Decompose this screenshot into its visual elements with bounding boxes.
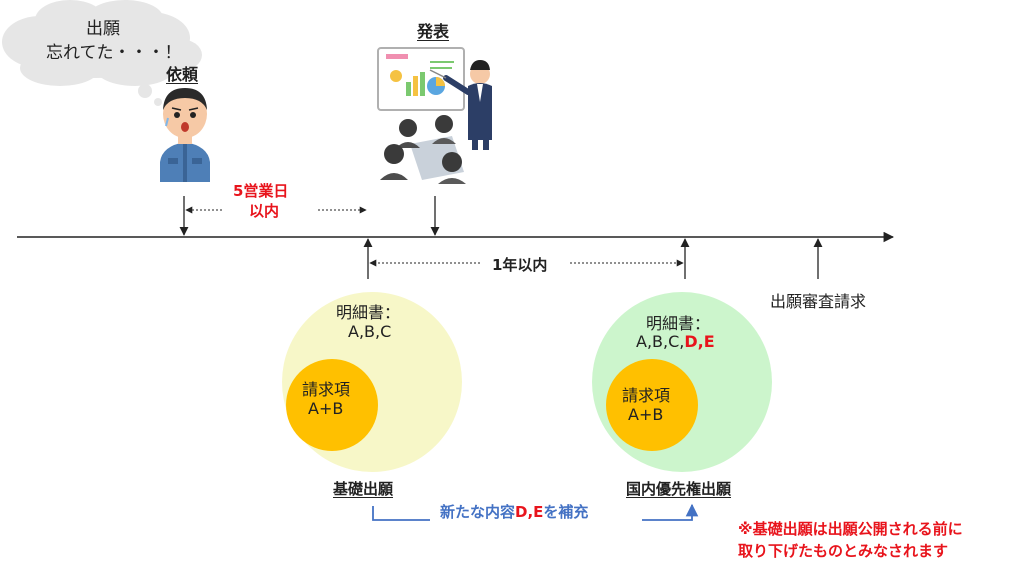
priority-spec-items: A,B,C, xyxy=(636,332,685,351)
basic-application-label: 基礎出願 xyxy=(333,480,394,498)
priority-claims-items: A+B xyxy=(628,405,664,424)
thought-bubble xyxy=(2,0,202,106)
basic-spec-items: A,B,C xyxy=(348,322,392,341)
basic-spec-title: 明細書： xyxy=(336,303,401,322)
note-line2: 取り下げたものとみなされます xyxy=(738,542,949,560)
basic-claims-items: A+B xyxy=(308,399,344,418)
priority-application-label: 国内優先権出願 xyxy=(626,480,732,498)
basic-claims-title: 請求項 xyxy=(302,380,351,399)
bubble-text-line2: 忘れてた・・・！ xyxy=(46,43,182,63)
bubble-text-line1: 出願 xyxy=(86,19,120,39)
priority-spec-title: 明細書： xyxy=(646,314,711,333)
presentation-label: 発表 xyxy=(417,22,450,41)
priority-claims-circle xyxy=(606,359,698,451)
supplement-bracket xyxy=(372,506,430,521)
supplement-highlight: D,E xyxy=(515,503,544,521)
supplement-prefix: 新たな内容 xyxy=(440,503,516,521)
one-year-label: 1年以内 xyxy=(492,256,548,274)
deadline-line1: 5営業日 xyxy=(233,182,289,200)
note-line1: ※基礎出願は出願公開される前に xyxy=(738,520,963,538)
priority-claims-title: 請求項 xyxy=(622,386,671,405)
request-label: 依頼 xyxy=(166,65,199,84)
deadline-line2: 以内 xyxy=(249,202,280,220)
priority-spec-line: A,B,C,D,E xyxy=(636,332,715,351)
priority-spec-added: D,E xyxy=(684,332,715,351)
basic-claims-circle xyxy=(286,359,378,451)
supplement-caption: 新たな内容D,Eを補充 xyxy=(440,501,588,522)
presentation-meeting-illustration xyxy=(377,47,492,184)
exam-request-label: 出願審査請求 xyxy=(770,292,867,311)
supplement-suffix: を補充 xyxy=(543,503,589,521)
worried-person-illustration xyxy=(160,88,210,182)
supplement-arrow xyxy=(642,503,699,521)
